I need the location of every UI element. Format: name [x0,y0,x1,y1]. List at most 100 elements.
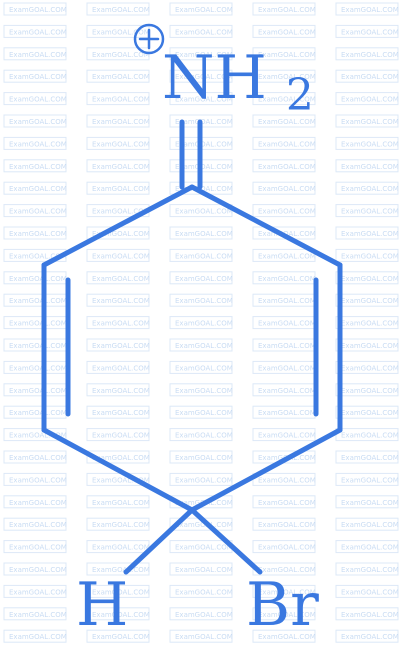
watermark-frame [169,271,233,285]
bond-c6-c1 [189,184,343,268]
watermark-text: ExamGOAL.COM [258,566,316,574]
watermark-text: ExamGOAL.COM [341,51,399,59]
amine-symbol: NH [162,43,267,113]
watermark-text: ExamGOAL.COM [9,73,67,81]
watermark-frame [3,69,67,83]
watermark-text: ExamGOAL.COM [175,342,233,350]
watermark-frame [3,540,67,554]
substituent-bonds [123,507,263,575]
watermark-frame [86,159,150,173]
watermark-text: ExamGOAL.COM [175,73,233,81]
watermark-frame [335,136,399,150]
watermark-frame [86,405,150,419]
watermark-text: ExamGOAL.COM [341,140,399,148]
watermark-frame [86,360,150,374]
watermark-frame [3,271,67,285]
watermark-text: ExamGOAL.COM [258,476,316,484]
watermark-frame [3,607,67,621]
watermark-text: ExamGOAL.COM [341,96,399,104]
watermark-frame [252,204,316,218]
watermark-frame [335,114,399,128]
watermark-text: ExamGOAL.COM [175,544,233,552]
watermark-text: ExamGOAL.COM [9,163,67,171]
watermark-text: ExamGOAL.COM [341,588,399,596]
watermark-text: ExamGOAL.COM [9,6,67,14]
watermark-frame [335,226,399,240]
watermark-text: ExamGOAL.COM [9,364,67,372]
watermark-text: ExamGOAL.COM [258,185,316,193]
watermark-frame [3,428,67,442]
watermark-text: ExamGOAL.COM [175,252,233,260]
watermark-text: ExamGOAL.COM [175,521,233,529]
watermark-text: ExamGOAL.COM [258,364,316,372]
watermark-frame [169,607,233,621]
bond-c4-c5 [189,427,343,513]
watermark-text: ExamGOAL.COM [258,28,316,36]
watermark-text: ExamGOAL.COM [92,230,150,238]
watermark-text: ExamGOAL.COM [92,208,150,216]
watermark-text: ExamGOAL.COM [341,499,399,507]
watermark-frame [252,248,316,262]
watermark-frame [86,562,150,576]
watermark-frame [86,271,150,285]
watermark-text: ExamGOAL.COM [9,275,67,283]
watermark-text: ExamGOAL.COM [92,566,150,574]
watermark-text: ExamGOAL.COM [175,588,233,596]
watermark-frame [252,540,316,554]
watermark-frame [335,293,399,307]
watermark-text: ExamGOAL.COM [341,28,399,36]
watermark-frame [86,629,150,643]
watermark-frame [252,69,316,83]
watermark-frame [169,316,233,330]
watermark-frame [335,248,399,262]
watermark-frame [252,2,316,16]
watermark-frame [86,450,150,464]
watermark-frame [169,92,233,106]
watermark-frame [3,584,67,598]
watermark-frame [86,114,150,128]
watermark-text: ExamGOAL.COM [9,320,67,328]
watermark-frame [335,562,399,576]
watermark-frame [335,472,399,486]
watermark-frame [252,607,316,621]
watermark-text: ExamGOAL.COM [175,230,233,238]
watermark-frame [335,540,399,554]
watermark-frame [3,181,67,195]
watermark-text: ExamGOAL.COM [92,476,150,484]
watermark-frame [86,472,150,486]
watermark-text: ExamGOAL.COM [341,387,399,395]
watermark-text: ExamGOAL.COM [258,544,316,552]
imine-double-bond [179,119,203,190]
watermark-text: ExamGOAL.COM [92,432,150,440]
watermark-frame [252,47,316,61]
watermark-frame [335,47,399,61]
watermark-text: ExamGOAL.COM [341,544,399,552]
watermark-frame [3,92,67,106]
watermark-frame [335,271,399,285]
watermark-text: ExamGOAL.COM [9,140,67,148]
watermark-text: ExamGOAL.COM [258,118,316,126]
watermark-frame [3,472,67,486]
watermark-text: ExamGOAL.COM [9,611,67,619]
watermark-frame [3,562,67,576]
watermark-frame [169,405,233,419]
watermark-text: ExamGOAL.COM [9,96,67,104]
watermark-text: ExamGOAL.COM [258,432,316,440]
watermark-text: ExamGOAL.COM [92,73,150,81]
watermark-text: ExamGOAL.COM [175,6,233,14]
watermark-frame [86,517,150,531]
watermark-frame [252,136,316,150]
watermark-frame [169,226,233,240]
watermark-text: ExamGOAL.COM [9,297,67,305]
watermark-text: ExamGOAL.COM [258,51,316,59]
watermark-text: ExamGOAL.COM [258,588,316,596]
watermark-frame [335,517,399,531]
watermark-frame [335,316,399,330]
watermark-frame [335,338,399,352]
watermark-text: ExamGOAL.COM [175,163,233,171]
watermark-text: ExamGOAL.COM [258,275,316,283]
watermark-text: ExamGOAL.COM [175,566,233,574]
watermark-frame [335,607,399,621]
watermark-frame [169,562,233,576]
watermark-frame [3,629,67,643]
